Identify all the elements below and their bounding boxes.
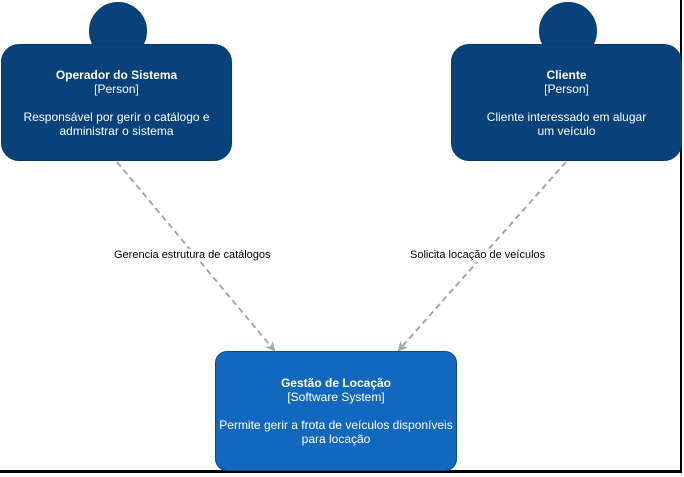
person-cliente-kind: [Person] <box>544 81 589 96</box>
software-system-gestao[interactable]: Gestão de Locação [Software System] Perm… <box>215 351 457 471</box>
relationship-label-cliente-gestao: Solicita locação de veículos <box>409 249 547 262</box>
person-cliente-name: Cliente <box>546 67 587 82</box>
person-operador-description: Responsável por gerir o catálogo e admin… <box>23 109 210 138</box>
person-cliente-body[interactable]: Cliente [Person] Cliente interessado em … <box>451 44 682 161</box>
software-system-gestao-description: Permite gerir a frota de veículos dispon… <box>219 418 453 446</box>
person-operador-name: Operador do Sistema <box>55 67 178 82</box>
software-system-gestao-kind: [Software System] <box>287 390 385 404</box>
person-cliente-description: Cliente interessado em alugar um veículo <box>486 109 647 138</box>
relationship-label-operador-gestao: Gerencia estrutura de catálogos <box>113 249 272 262</box>
person-operador-kind: [Person] <box>94 81 139 96</box>
software-system-gestao-name: Gestão de Locação <box>280 376 392 390</box>
person-operador-body[interactable]: Operador do Sistema [Person] Responsável… <box>1 44 232 161</box>
